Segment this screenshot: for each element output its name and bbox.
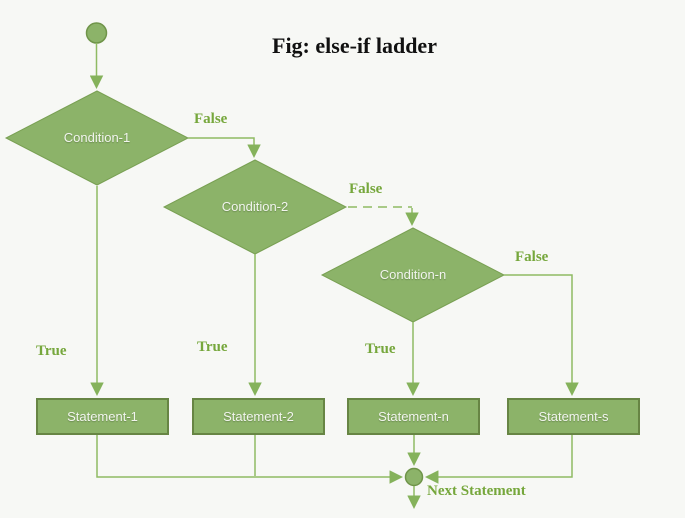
true-label-3: True (365, 341, 396, 357)
false-label-1: False (194, 111, 228, 127)
edge-conditionn-false (504, 274, 579, 397)
condition-n-label: Condition-n (379, 267, 447, 282)
edge-condition1-false (188, 137, 261, 159)
false-label-3: False (515, 249, 549, 265)
edge-statement1-to-merge (96, 435, 404, 484)
next-statement-label: Next Statement (427, 483, 526, 499)
start-node (85, 22, 108, 44)
condition-1-label: Condition-1 (63, 130, 131, 145)
true-label-1: True (36, 343, 67, 359)
diagram-title: Fig: else-if ladder (272, 33, 437, 58)
statement-s-box: Statement-s (507, 398, 640, 435)
statement-n-box: Statement-n (347, 398, 480, 435)
condition-1-diamond (4, 90, 190, 186)
condition-2-label: Condition-2 (221, 199, 289, 214)
true-label-2: True (197, 339, 228, 355)
merge-node (404, 467, 424, 487)
statement-2-box: Statement-2 (192, 398, 325, 435)
false-label-2: False (349, 181, 383, 197)
statement-1-box: Statement-1 (36, 398, 169, 435)
edge-statements-to-merge (424, 435, 573, 484)
